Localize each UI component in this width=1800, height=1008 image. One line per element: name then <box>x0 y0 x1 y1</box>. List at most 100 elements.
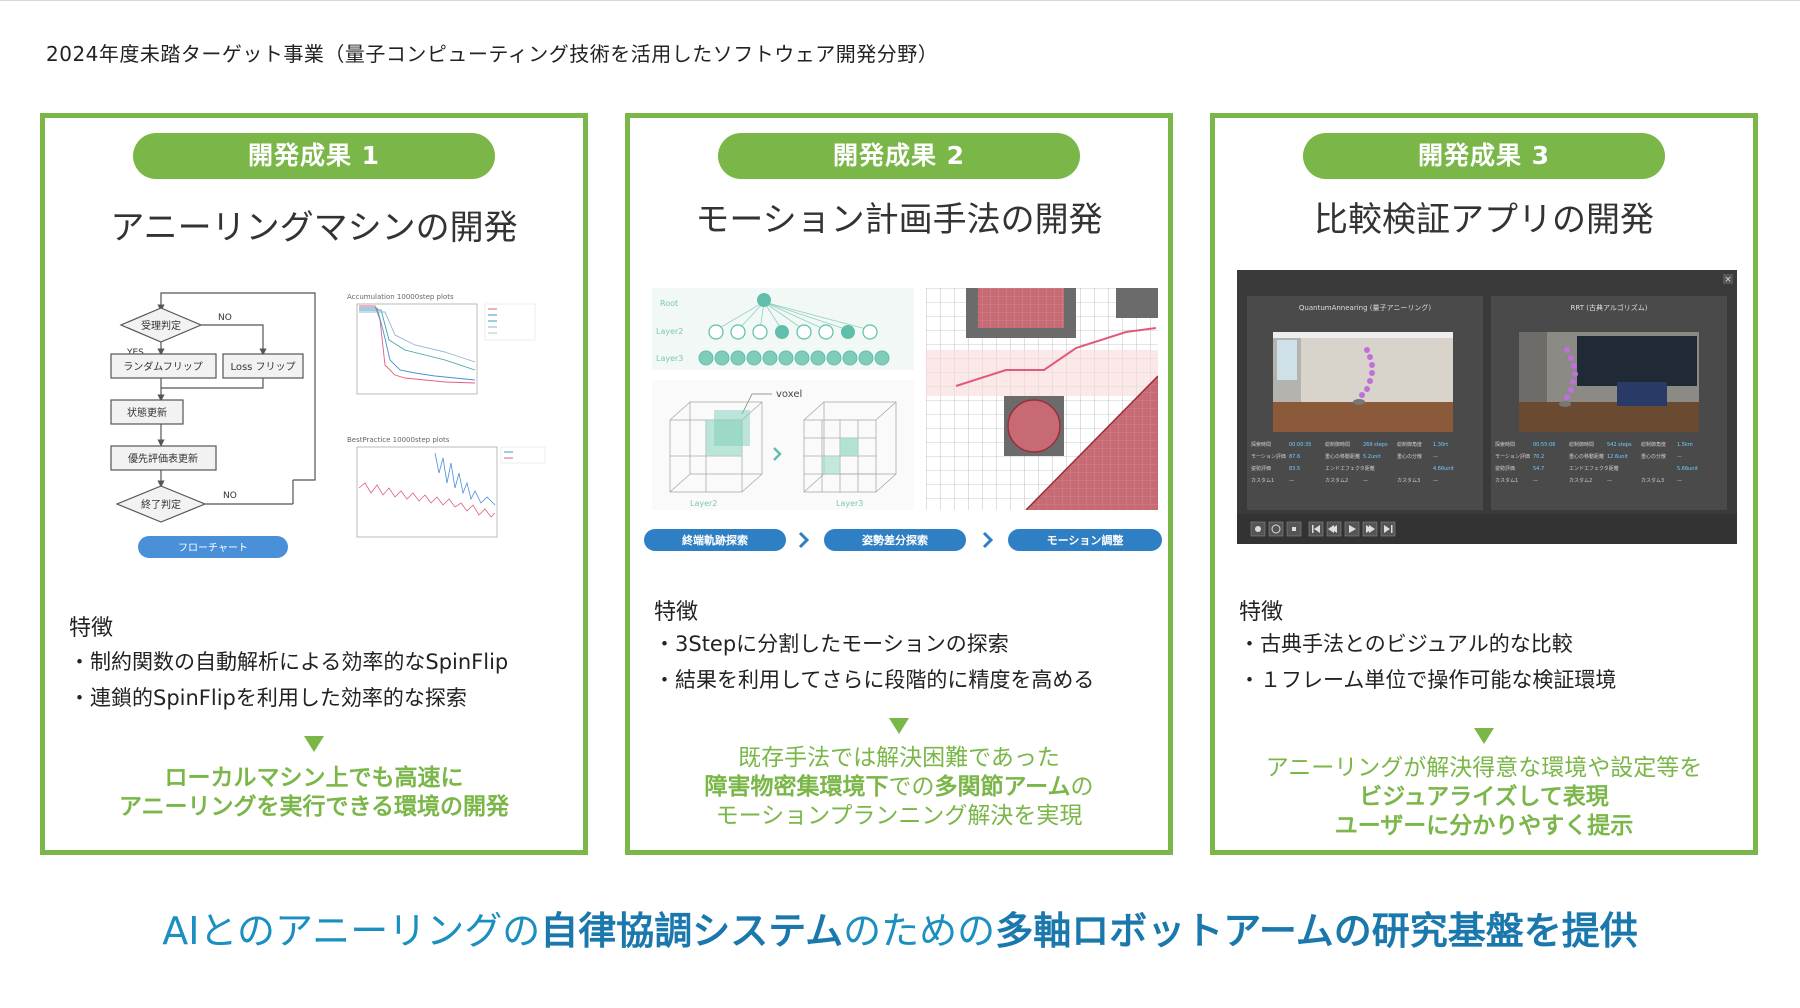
no-label-1: NO <box>218 313 232 323</box>
no-label-2: NO <box>223 491 237 501</box>
svg-text:542 steps: 542 steps <box>1607 442 1632 448</box>
step-pill-2 <box>824 529 966 551</box>
result-line: 障害物密集環境下での多関節アームの <box>630 773 1168 802</box>
emphasis-text: 多関節アーム <box>934 774 1071 800</box>
svg-text:83.5: 83.5 <box>1289 466 1300 472</box>
svg-text:総制御角度: 総制御角度 <box>1641 441 1666 448</box>
svg-text:1.5km: 1.5km <box>1677 442 1693 448</box>
card-2-features: ・3Stepに分割したモーションの探索 ・結果を利用してさらに段階的に精度を高め… <box>654 626 1094 698</box>
svg-text:カスタム3: カスタム3 <box>1641 477 1664 484</box>
card-2-features-title: 特徴 <box>654 600 699 625</box>
emphasis-text: ユーザーに分かりやすく提示 <box>1334 813 1634 839</box>
bottom-message: AIとのアニーリングの自律協調システムのための多軸ロボットアームの研究基盤を提供 <box>0 900 1800 955</box>
down-arrow-icon <box>304 736 324 752</box>
card-1-result: ローカルマシン上でも高速にアニーリングを実行できる環境の開発 <box>45 764 583 822</box>
steps-flow: 終端軌跡探索 姿勢差分探索 モーション調整 <box>644 529 1162 551</box>
svg-text:カスタム1: カスタム1 <box>1251 477 1274 484</box>
svg-text:総制御時間: 総制御時間 <box>1569 441 1594 448</box>
svg-text:—: — <box>1677 454 1682 460</box>
svg-text:重心の移動距離: 重心の移動距離 <box>1569 453 1604 460</box>
text-segment: の <box>1070 774 1094 800</box>
flowchart-figure: 受理判定 NO YES ランダムフリップ Loss フリップ 状態更新 優先評価… <box>110 292 316 558</box>
card-1-heading: アニーリングマシンの開発 <box>110 208 518 248</box>
layer-tree-figure: Root Layer2 Layer3 <box>652 288 914 370</box>
result-line: ユーザーに分かりやすく提示 <box>1215 812 1753 841</box>
text-segment: のための <box>843 909 996 953</box>
svg-text:エンドエフェクタ距離: エンドエフェクタ距離 <box>1325 465 1375 472</box>
voxel-figure: voxel Layer2 Layer3 <box>652 380 914 510</box>
svg-text:探索時間: 探索時間 <box>1251 441 1271 448</box>
svg-text:状態更新: 状態更新 <box>127 406 167 419</box>
svg-text:Layer3: Layer3 <box>656 354 683 363</box>
yes-label: YES <box>126 348 144 358</box>
svg-text:87.6: 87.6 <box>1289 454 1300 460</box>
flowchart-caption-pill <box>138 536 288 558</box>
card-3-features-title: 特徴 <box>1239 600 1284 625</box>
card-1-features-title: 特徴 <box>69 616 114 641</box>
accumulation-plot: Accumulation 10000step plots <box>347 293 536 395</box>
svg-text:Loss フリップ: Loss フリップ <box>230 361 295 373</box>
svg-text:ランダムフリップ: ランダムフリップ <box>123 360 202 373</box>
svg-text:00:55:06: 00:55:06 <box>1533 442 1555 448</box>
svg-text:5.66unit: 5.66unit <box>1677 466 1698 472</box>
card-3-heading: 比較検証アプリの開発 <box>1314 200 1654 240</box>
text-segment: モーションプランニング解決を実現 <box>715 803 1083 829</box>
close-icon[interactable] <box>1723 274 1733 284</box>
svg-text:—: — <box>1677 478 1682 484</box>
card-1-features: ・制約関数の自動解析による効率的なSpinFlip ・連鎖的SpinFlipを利… <box>69 644 508 716</box>
feature-item: ・古典手法とのビジュアル的な比較 <box>1239 632 1573 656</box>
feature-item: ・連鎖的SpinFlipを利用した効率的な探索 <box>69 686 467 710</box>
record-icon[interactable] <box>1268 521 1284 537</box>
feature-item: ・１フレーム単位で操作可能な検証環境 <box>1239 668 1617 692</box>
svg-text:モーション評価: モーション評価 <box>1251 453 1286 460</box>
decision-accept-label: 受理判定 <box>141 319 181 332</box>
svg-text:00:00:35: 00:00:35 <box>1289 442 1311 448</box>
badge-result-2: 開発成果 2 <box>718 133 1080 179</box>
svg-text:重心の分散: 重心の分散 <box>1641 453 1666 460</box>
text-segment: アニーリングが解決得意な環境や設定等を <box>1265 755 1703 781</box>
result-line: ビジュアライズして表現 <box>1215 783 1753 812</box>
svg-text:カスタム3: カスタム3 <box>1397 477 1420 484</box>
card-annealing-machine: 開発成果 1 アニーリングマシンの開発 受理判定 NO YES ランダムフリップ… <box>40 113 588 855</box>
svg-text:4.66unit: 4.66unit <box>1433 466 1454 472</box>
chevron-right-icon <box>773 447 782 461</box>
emphasis-text: 多軸ロボットアームの研究基盤を提供 <box>995 909 1638 953</box>
step-label-2: 姿勢差分探索 <box>862 533 928 547</box>
svg-text:—: — <box>1533 478 1538 484</box>
feature-item: ・制約関数の自動解析による効率的なSpinFlip <box>69 650 509 674</box>
svg-text:—: — <box>1607 478 1612 484</box>
svg-text:カスタム1: カスタム1 <box>1495 477 1518 484</box>
top-divider <box>0 0 1800 1</box>
svg-text:70.2: 70.2 <box>1533 454 1544 460</box>
svg-text:総制御角度: 総制御角度 <box>1397 441 1422 448</box>
svg-text:5.2unit: 5.2unit <box>1363 454 1381 460</box>
svg-text:総制御時間: 総制御時間 <box>1325 441 1350 448</box>
down-arrow-icon <box>1474 728 1494 744</box>
svg-text:—: — <box>1433 454 1438 460</box>
svg-text:カスタム2: カスタム2 <box>1325 477 1348 484</box>
svg-text:重心の分散: 重心の分散 <box>1397 453 1422 460</box>
svg-text:voxel: voxel <box>776 389 802 400</box>
box-state-update <box>110 399 184 425</box>
svg-text:—: — <box>1363 478 1368 484</box>
result-line: 既存手法では解決困難であった <box>630 744 1168 773</box>
text-segment: 既存手法では解決困難であった <box>738 745 1060 771</box>
svg-text:—: — <box>1433 478 1438 484</box>
card-comparison-app: 開発成果 3 比較検証アプリの開発 × QuantumAnnearing (量子… <box>1210 113 1758 855</box>
decision-end <box>115 485 207 523</box>
svg-text:54.7: 54.7 <box>1533 466 1544 472</box>
card-3-result: アニーリングが解決得意な環境や設定等をビジュアライズして表現ユーザーに分かりやす… <box>1215 754 1753 841</box>
svg-text:Layer2: Layer2 <box>656 327 683 336</box>
emphasis-text: アニーリングを実行できる環境の開発 <box>118 794 510 820</box>
svg-text:探索時間: 探索時間 <box>1495 441 1515 448</box>
down-arrow-icon <box>889 718 909 734</box>
svg-text:優先評価表更新: 優先評価表更新 <box>128 452 198 465</box>
text-segment: AIとのアニーリングの <box>162 909 541 953</box>
card-2-result: 既存手法では解決困難であった障害物密集環境下での多関節アームのモーションプランニ… <box>630 744 1168 831</box>
svg-text:終了判定: 終了判定 <box>141 498 181 511</box>
grid-planning-figure <box>926 288 1158 510</box>
svg-text:—: — <box>1289 478 1294 484</box>
step-label-3: モーション調整 <box>1047 533 1124 547</box>
svg-text:エンドエフェクタ距離: エンドエフェクタ距離 <box>1569 465 1619 472</box>
feature-item: ・3Stepに分割したモーションの探索 <box>654 632 1009 656</box>
